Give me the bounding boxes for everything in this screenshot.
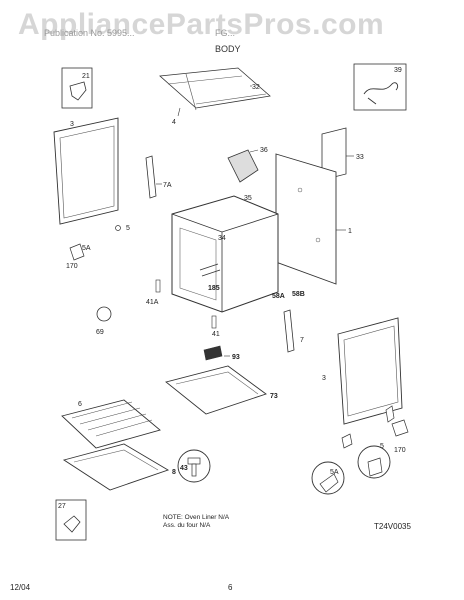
part-93-cap: 93 <box>203 345 240 361</box>
label-4: 4 <box>172 119 176 126</box>
label-170-right: 170 <box>394 447 406 454</box>
label-93: 93 <box>232 354 240 361</box>
label-8: 8 <box>172 469 176 476</box>
label-7a: 7A <box>163 182 172 189</box>
label-3-left: 3 <box>70 121 74 128</box>
label-58a: 58A <box>272 293 285 300</box>
figure-code: T24V0035 <box>374 522 411 531</box>
label-73: 73 <box>270 393 278 400</box>
label-34: 34 <box>218 235 226 242</box>
label-41a: 41A <box>146 299 159 306</box>
part-73-bottom-pan: 73 <box>165 365 278 415</box>
oven-body: 35 34 185 58A 58B <box>171 195 305 313</box>
part-32-top-bracket: 32 4 <box>159 67 271 126</box>
label-21: 21 <box>82 73 90 80</box>
label-185: 185 <box>208 285 220 292</box>
label-5a-left: 5A <box>82 245 91 252</box>
part-6-oven-rack: 6 <box>61 399 161 449</box>
part-43-detail: 43 <box>177 449 211 483</box>
label-170-left: 170 <box>66 263 78 270</box>
section-title: BODY <box>215 44 241 54</box>
label-5-right: 5 <box>380 443 384 450</box>
part-3-left-door: 3 <box>53 117 119 225</box>
label-27: 27 <box>58 503 66 510</box>
note-line-1: NOTE: Oven Liner N/A <box>163 514 230 521</box>
label-43: 43 <box>180 465 188 472</box>
left-door-hardware: 5 5A 170 <box>66 225 130 270</box>
label-39: 39 <box>394 67 402 74</box>
part-33: 33 <box>321 127 364 181</box>
label-1: 1 <box>348 228 352 235</box>
part-7-hinge: 7 <box>283 309 304 353</box>
part-36: 36 <box>227 147 268 183</box>
note-line-2: Ass. du four N/A <box>163 522 211 529</box>
oven-liner-note: NOTE: Oven Liner N/A Ass. du four N/A <box>163 514 229 530</box>
label-35: 35 <box>244 195 252 202</box>
part-8-pan: 8 <box>62 443 176 491</box>
header-fg-label: FG... <box>215 28 235 38</box>
label-69: 69 <box>96 329 104 336</box>
label-32: 32 <box>252 84 260 91</box>
part-7a-hinge: 7A <box>145 155 172 199</box>
watermark-text: AppliancePartsPros.com <box>18 8 385 41</box>
part-41: 41 <box>211 315 220 338</box>
label-7: 7 <box>300 337 304 344</box>
footer-page-number: 6 <box>228 583 233 592</box>
header-model-line: Publication No. 5995... <box>44 28 135 38</box>
part-69-knob: 69 <box>96 306 112 336</box>
label-5-left: 5 <box>126 225 130 232</box>
label-6: 6 <box>78 401 82 408</box>
part-41a: 41A <box>146 279 161 306</box>
label-33: 33 <box>356 154 364 161</box>
label-36: 36 <box>260 147 268 154</box>
right-door-hardware: 5A 5 170 <box>311 405 409 495</box>
label-3-right: 3 <box>322 375 326 382</box>
part-3-right-door: 3 <box>322 317 403 425</box>
label-41: 41 <box>212 331 220 338</box>
part-21-inset: 21 <box>61 67 93 109</box>
part-39-inset: 39 <box>353 63 407 111</box>
footer-date: 12/04 <box>10 583 31 592</box>
label-58b: 58B <box>292 291 305 298</box>
label-5a-right: 5A <box>330 469 339 476</box>
part-27-inset: 27 <box>55 499 87 541</box>
